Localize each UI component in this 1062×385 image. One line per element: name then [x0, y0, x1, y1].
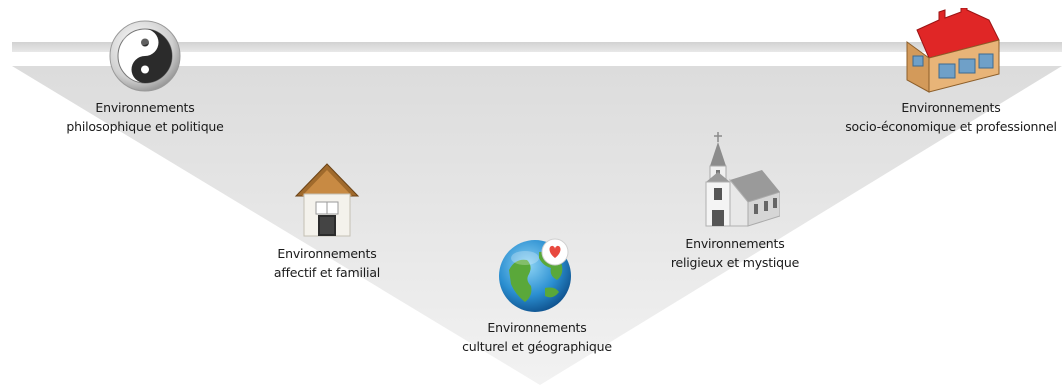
node-affectif: Environnements affectif et familial — [242, 160, 412, 282]
node-philosophique: Environnements philosophique et politiqu… — [60, 18, 230, 136]
label-line-1: Environnements — [685, 236, 785, 251]
node-label: Environnements affectif et familial — [274, 244, 380, 282]
label-line-1: Environnements — [901, 100, 1001, 115]
label-line-2: socio-économique et professionnel — [845, 119, 1057, 134]
house-icon — [294, 163, 360, 237]
label-line-2: religieux et mystique — [670, 255, 800, 270]
factory-icon — [906, 8, 1000, 93]
label-line-2: philosophique et politique — [66, 119, 224, 134]
globe-heart-icon — [499, 238, 571, 312]
horizontal-bar — [12, 42, 1062, 52]
node-label: Environnements philosophique et politiqu… — [66, 98, 223, 136]
label-line-1: Environnements — [277, 246, 377, 261]
label-line-1: Environnements — [487, 320, 587, 335]
node-socio: Environnements socio-économique et profe… — [845, 8, 1057, 136]
label-line-2: affectif et familial — [273, 265, 381, 280]
node-culturel: Environnements culturel et géographique — [452, 230, 622, 356]
church-icon — [705, 132, 780, 227]
yin-yang-icon — [109, 20, 181, 92]
label-line-2: culturel et géographique — [462, 339, 612, 354]
funnel-triangle — [12, 66, 1062, 385]
node-religieux: Environnements religieux et mystique — [650, 130, 820, 272]
node-label: Environnements culturel et géographique — [462, 318, 612, 356]
node-label: Environnements socio-économique et profe… — [845, 98, 1057, 136]
node-label: Environnements religieux et mystique — [671, 234, 799, 272]
label-line-1: Environnements — [95, 100, 195, 115]
